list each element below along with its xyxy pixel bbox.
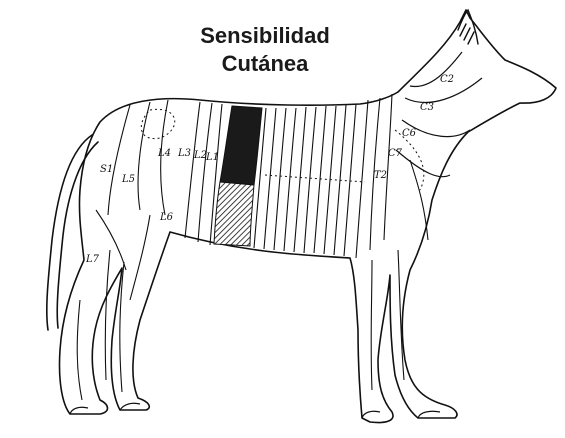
hind-leg-lines	[77, 100, 168, 400]
label-l3: L3	[177, 148, 191, 159]
neck-bands	[396, 52, 482, 177]
front-leg-lines	[371, 160, 428, 390]
label-c3: C3	[420, 102, 434, 113]
label-l1: L1	[205, 152, 219, 163]
label-l6: L6	[159, 212, 174, 223]
dog-tail	[47, 135, 98, 330]
dog-outline	[59, 10, 556, 423]
label-l5: L5	[121, 174, 135, 185]
hatched-dermatome	[214, 182, 254, 246]
shaded-dermatome	[220, 106, 262, 185]
label-l7: L7	[85, 254, 100, 265]
label-l2: L2	[193, 150, 207, 161]
label-s1: S1	[100, 164, 113, 175]
label-l4: L4	[157, 148, 171, 159]
label-c2: C2	[440, 74, 454, 85]
label-c6: C6	[402, 128, 417, 139]
label-c7: C7	[388, 148, 403, 159]
label-t2: T2	[374, 170, 387, 181]
